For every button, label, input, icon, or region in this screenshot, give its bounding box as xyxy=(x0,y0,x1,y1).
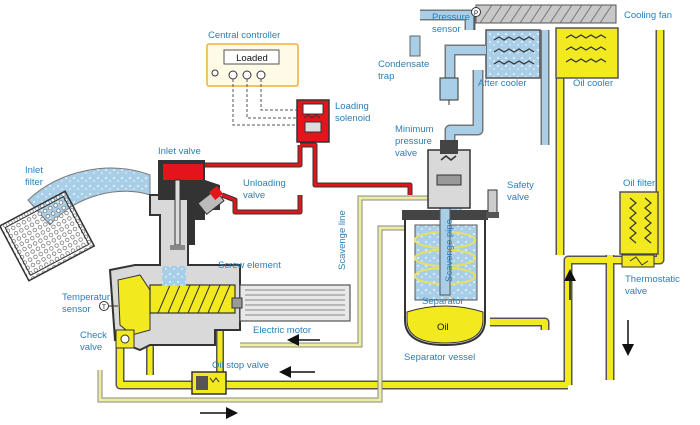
loading-solenoid-label-1: Loading xyxy=(335,101,369,112)
unloading-valve-label-1: Unloading xyxy=(243,178,286,189)
check-valve xyxy=(115,329,135,349)
condensate-trap-label-1: Condensate xyxy=(378,59,429,70)
loading-solenoid-label-2: solenoid xyxy=(335,113,370,124)
unloading-valve-label-2: valve xyxy=(243,190,265,201)
min-pressure-label-2: pressure xyxy=(395,136,432,147)
electric-motor xyxy=(231,284,351,322)
inlet-valve xyxy=(158,160,220,250)
safety-valve xyxy=(486,189,499,218)
oil-stop-valve-label: Oil stop valve xyxy=(212,360,269,371)
oil-filter-label: Oil filter xyxy=(623,178,655,189)
temperature-sensor-label-1: Temperatur xyxy=(62,292,110,303)
temperature-sensor: T xyxy=(99,301,118,311)
oil-cooler-label: Oil cooler xyxy=(573,78,613,89)
min-pressure-label-1: Minimum xyxy=(395,124,434,135)
central-controller xyxy=(206,43,299,87)
inlet-filter-label-1: Inlet xyxy=(25,165,43,176)
oil-filter xyxy=(619,191,659,255)
check-valve-label-1: Check xyxy=(80,330,107,341)
separator-label: Separator xyxy=(422,296,464,307)
separator-vessel-label: Separator vessel xyxy=(404,352,475,363)
unloading-valve xyxy=(197,185,225,215)
safety-valve-label-1: Safety xyxy=(507,180,534,191)
screw-element-label: Screw element xyxy=(218,260,281,271)
thermostatic-valve-label-2: valve xyxy=(625,286,647,297)
oil-stop-valve xyxy=(191,371,227,395)
pressure-sensor-label-1: Pressure xyxy=(432,12,470,23)
condensate-trap-label-2: trap xyxy=(378,71,394,82)
pressure-sensor-symbol: P xyxy=(474,11,478,17)
min-pressure-label-3: valve xyxy=(395,148,417,159)
flow-arrows xyxy=(200,269,634,419)
cooling-fan xyxy=(475,4,617,24)
check-valve-label-2: valve xyxy=(80,342,102,353)
safety-valve-label-2: valve xyxy=(507,192,529,203)
scavenge-pipe-label: Scavenge pipe xyxy=(444,219,455,282)
loading-solenoid xyxy=(296,99,330,143)
compressor-block xyxy=(108,194,241,352)
pressure-sensor-label-2: sensor xyxy=(432,24,461,35)
central-controller-label: Central controller xyxy=(208,30,280,41)
oil-label: Oil xyxy=(437,322,449,333)
oil-cooler xyxy=(555,27,619,79)
minimum-pressure-valve xyxy=(427,140,471,209)
labels: Inlet filter Inlet valve Central control… xyxy=(25,10,680,371)
temperature-sensor-symbol: T xyxy=(102,305,106,311)
electric-motor-label: Electric motor xyxy=(253,325,311,336)
pressure-sensor: P xyxy=(471,7,481,30)
inlet-filter-label-2: filter xyxy=(25,177,43,188)
temperature-sensor-label-2: sensor xyxy=(62,304,91,315)
after-cooler-label: After cooler xyxy=(478,78,527,89)
cooling-fan-label: Cooling fan xyxy=(624,10,672,21)
scavenge-line-label: Scavenge line xyxy=(337,210,348,270)
condensate-trap xyxy=(439,77,459,105)
controller-display: Loaded xyxy=(236,53,268,64)
inlet-valve-label: Inlet valve xyxy=(158,146,201,157)
thermostatic-valve xyxy=(621,254,655,268)
separator-vessel xyxy=(402,199,488,347)
thermostatic-valve-label-1: Thermostatic xyxy=(625,274,680,285)
inlet-filter xyxy=(0,190,96,282)
